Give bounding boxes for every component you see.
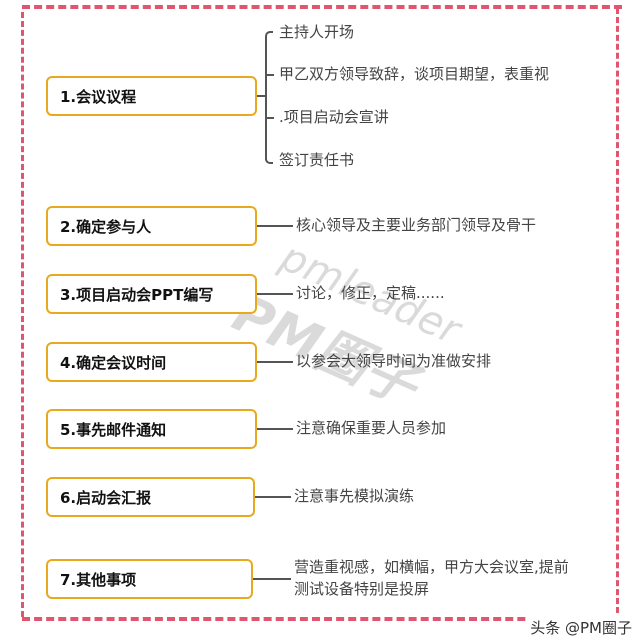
node-ppt-writing: 3.项目启动会PPT编写 (46, 274, 257, 314)
node-label: 3.项目启动会PPT编写 (60, 285, 214, 304)
leaf-item: 注意事先模拟演练 (294, 487, 415, 505)
connector (253, 578, 291, 580)
node-label: 5.事先邮件通知 (60, 420, 167, 439)
frame-border-bottom (22, 617, 622, 621)
connector (257, 293, 293, 295)
node-label: 4.确定会议时间 (60, 353, 167, 372)
bracket-bottom (265, 158, 273, 164)
leaf-item: 讨论，修正，定稿...... (296, 284, 445, 302)
leaf-item: 甲乙双方领导致辞，谈项目期望，表重视 (279, 65, 550, 83)
connector (266, 74, 274, 76)
frame-border-left (21, 12, 24, 617)
connector (257, 95, 266, 97)
frame-border-right (616, 8, 619, 613)
node-label: 1.会议议程 (60, 87, 137, 106)
node-email-notice: 5.事先邮件通知 (46, 409, 257, 449)
frame-border-top (22, 5, 622, 9)
node-meeting-agenda: 1.会议议程 (46, 76, 257, 116)
connector (257, 361, 293, 363)
leaf-item: 以参会大领导时间为准做安排 (296, 352, 492, 370)
source-credit: 头条 @PM圈子 (528, 617, 634, 638)
node-label: 6.启动会汇报 (60, 488, 152, 507)
leaf-item: .项目启动会宣讲 (279, 108, 389, 126)
connector (266, 117, 274, 119)
connector (257, 428, 293, 430)
leaf-item: 核心领导及主要业务部门领导及骨干 (296, 216, 537, 234)
connector (255, 496, 291, 498)
bracket-top (265, 31, 273, 37)
node-label: 7.其他事项 (60, 570, 137, 589)
connector (257, 225, 293, 227)
node-participants: 2.确定参与人 (46, 206, 257, 246)
node-kickoff-report: 6.启动会汇报 (46, 477, 255, 517)
node-label: 2.确定参与人 (60, 217, 152, 236)
node-other-items: 7.其他事项 (46, 559, 253, 599)
leaf-item: 主持人开场 (279, 23, 355, 41)
leaf-item: 注意确保重要人员参加 (296, 419, 447, 437)
leaf-item: 测试设备特别是投屏 (294, 580, 430, 598)
node-meeting-time: 4.确定会议时间 (46, 342, 257, 382)
leaf-item: 营造重视感，如横幅，甲方大会议室,提前 (294, 558, 569, 576)
bracket-line (265, 36, 267, 160)
leaf-item: 签订责任书 (279, 151, 355, 169)
